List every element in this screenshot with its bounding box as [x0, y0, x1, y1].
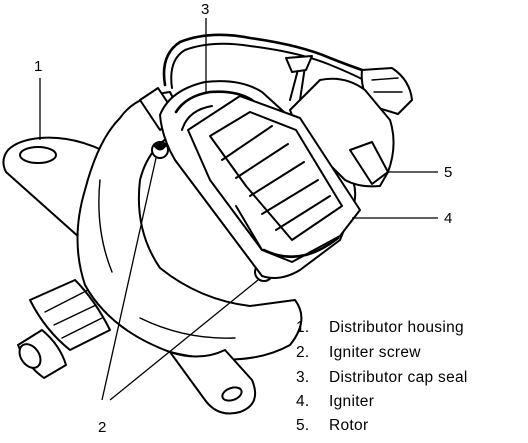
wire-harness	[162, 33, 413, 115]
callout-5: 5	[444, 164, 452, 181]
rotor	[285, 55, 395, 188]
legend: 1. Distributor housing 2. Igniter screw …	[296, 319, 468, 434]
callout-2: 2	[98, 419, 106, 436]
igniter	[187, 95, 361, 263]
callout-1: 1	[34, 58, 42, 75]
legend-num-1: 1.	[296, 319, 310, 336]
callout-4: 4	[444, 210, 452, 227]
legend-num-2: 2.	[296, 344, 310, 361]
legend-label-1: Distributor housing	[329, 319, 464, 336]
legend-label-4: Igniter	[329, 393, 374, 410]
igniter-screw-upper	[151, 141, 169, 159]
leader-lines	[39, 18, 438, 401]
legend-num-3: 3.	[296, 369, 310, 386]
legend-label-3: Distributor cap seal	[329, 369, 468, 386]
legend-label-5: Rotor	[329, 417, 368, 434]
legend-num-5: 5.	[296, 417, 310, 434]
legend-label-2: Igniter screw	[329, 344, 421, 361]
callout-3: 3	[201, 1, 209, 18]
distributor-housing	[2, 87, 303, 415]
legend-num-4: 4.	[296, 393, 310, 410]
